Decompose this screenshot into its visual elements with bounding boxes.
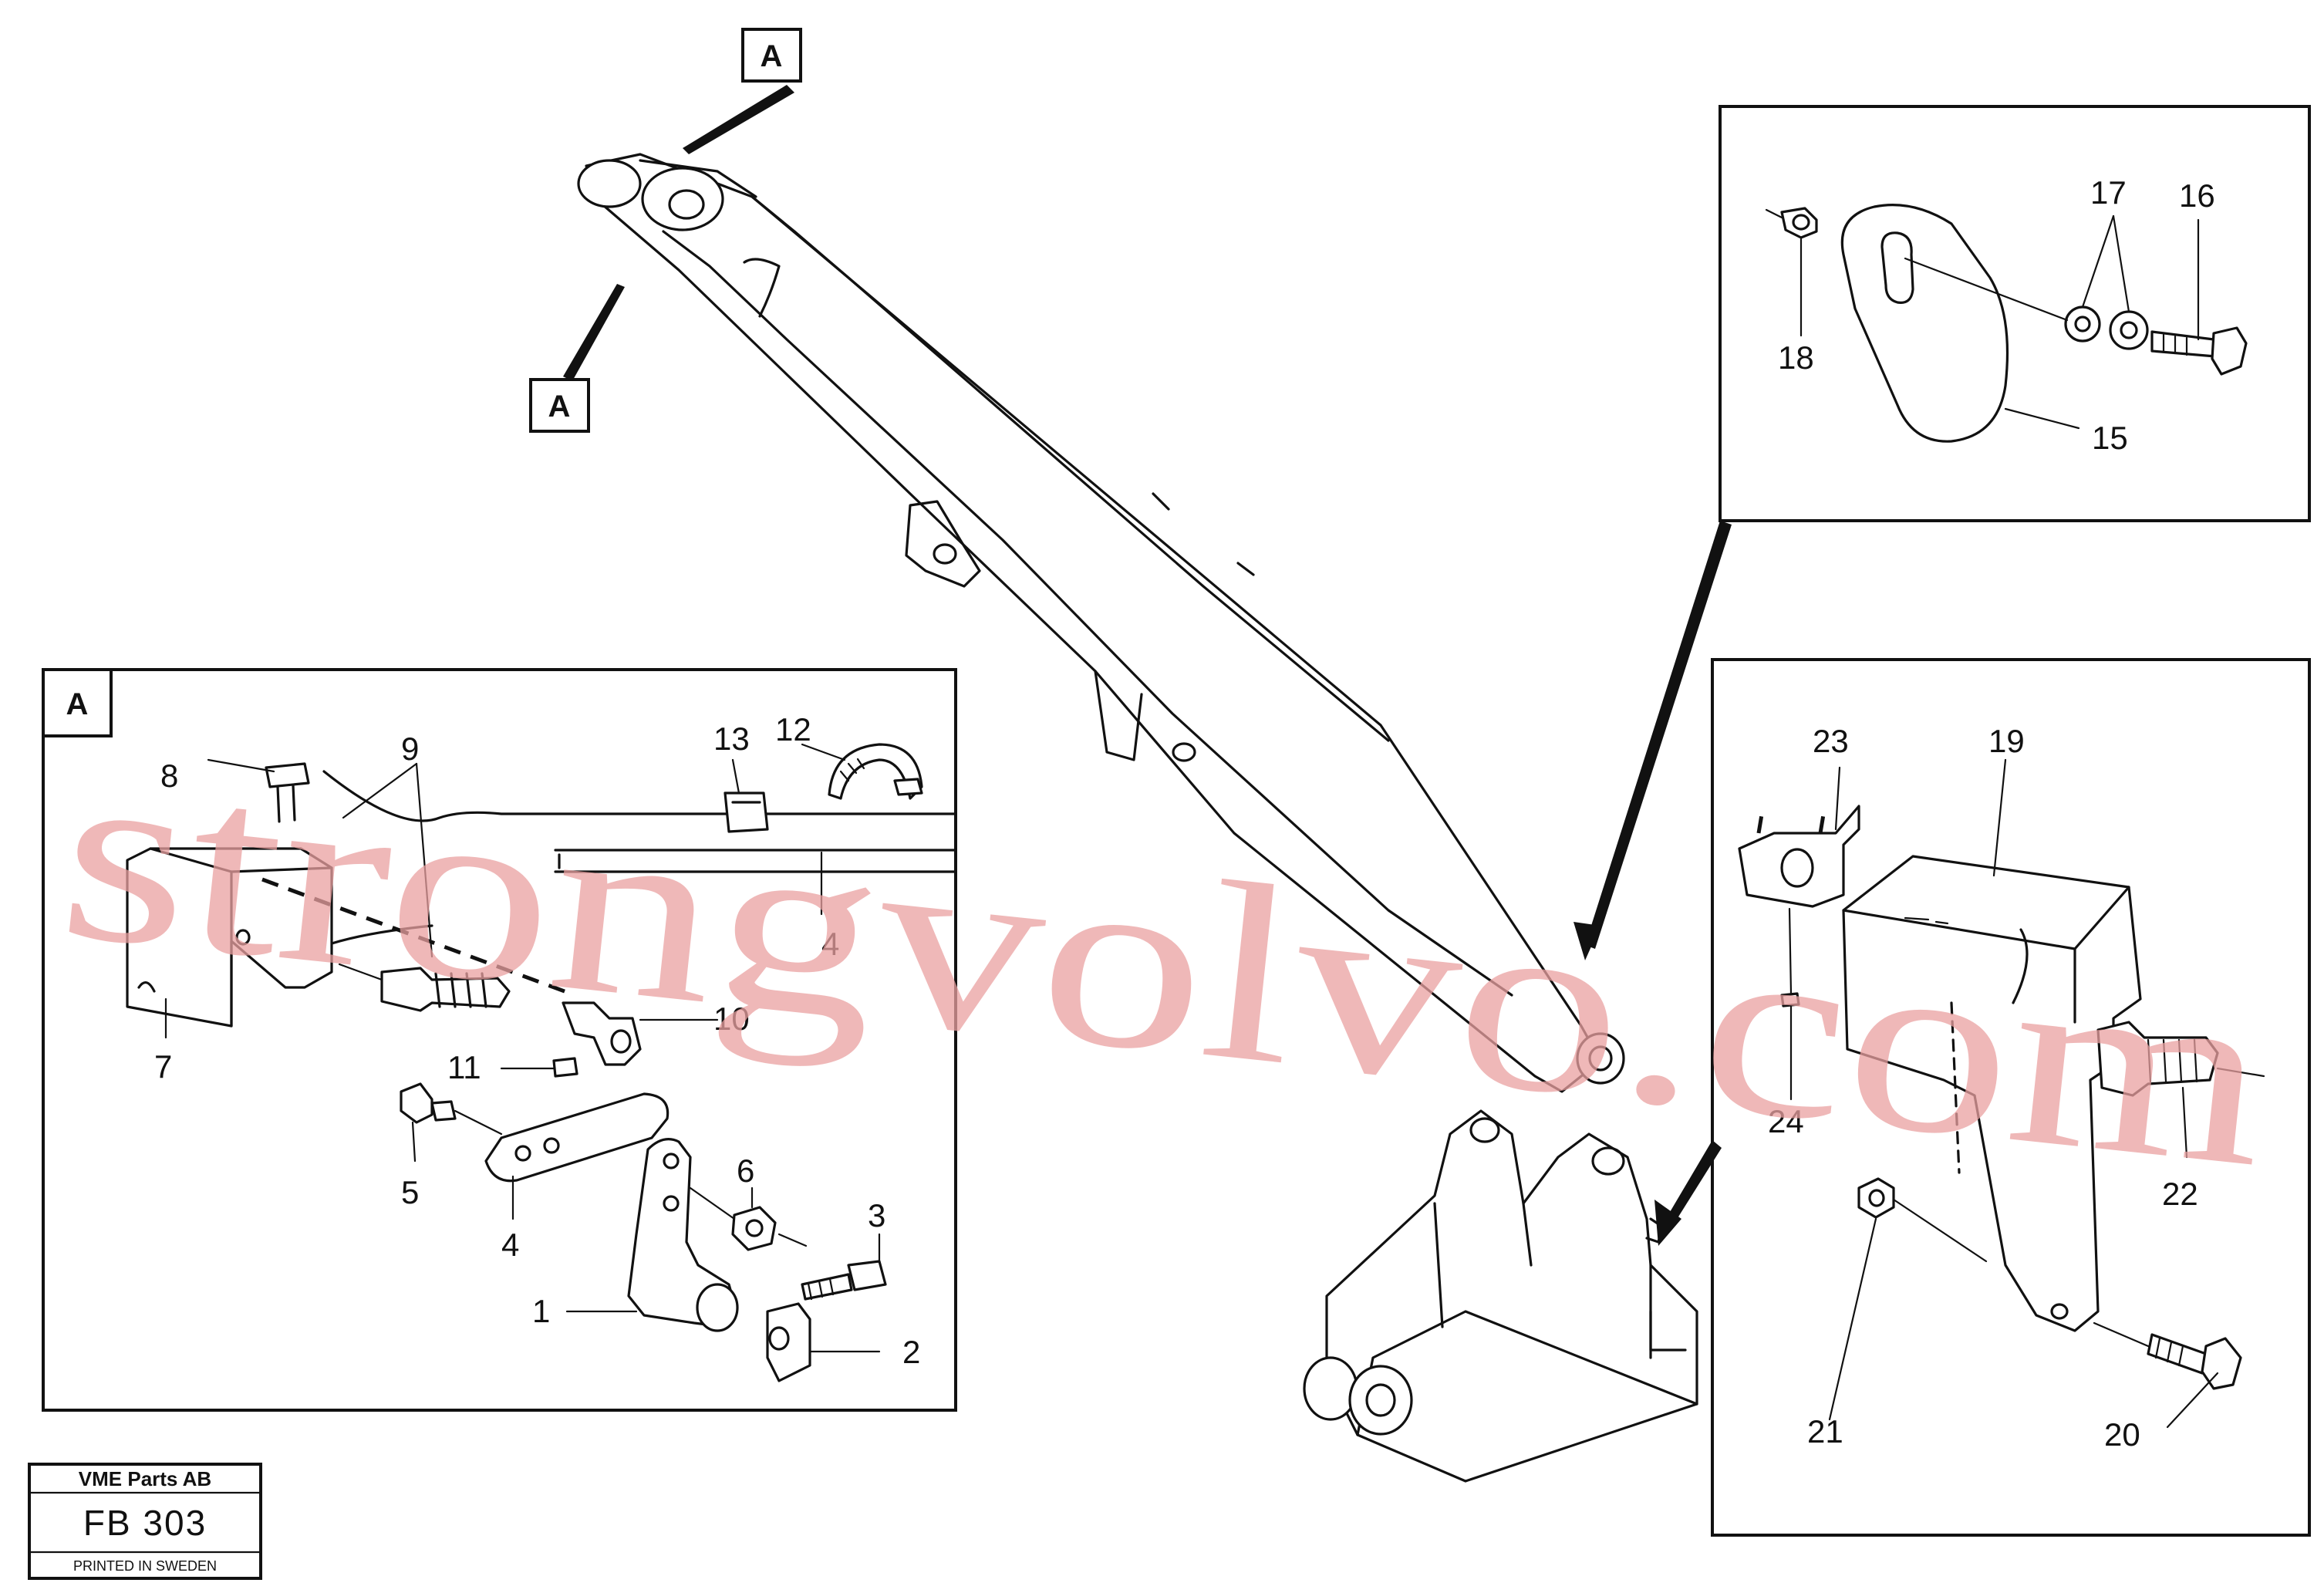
label-8: 8 — [160, 758, 178, 794]
upper-right-panel: 15 16 17 18 — [1574, 105, 2311, 960]
lower-right-panel: 19 20 21 22 23 24 — [1654, 658, 2311, 1537]
label-7: 7 — [154, 1048, 172, 1085]
label-23: 23 — [1813, 723, 1849, 759]
watermark: strongvolvo.com — [49, 709, 2280, 1220]
label-20: 20 — [2104, 1416, 2140, 1453]
label-12: 12 — [775, 711, 811, 748]
boom-illustration — [577, 153, 1698, 1483]
label-17: 17 — [2090, 174, 2127, 211]
label-11: 11 — [447, 1049, 481, 1085]
company-name: VME Parts AB — [79, 1467, 211, 1490]
label-4-upper: 4 — [821, 926, 839, 962]
detail-mark-top: A — [683, 28, 802, 154]
label-19: 19 — [1988, 723, 2025, 759]
label-9: 9 — [401, 731, 419, 767]
label-10: 10 — [713, 1001, 750, 1037]
label-22: 22 — [2162, 1176, 2198, 1212]
svg-text:A: A — [548, 390, 571, 424]
title-block: VME Parts AB FB 303 PRINTED IN SWEDEN — [28, 1463, 262, 1580]
drawing-number: FB 303 — [83, 1503, 207, 1543]
label-15: 15 — [2092, 420, 2128, 456]
label-6: 6 — [737, 1153, 754, 1189]
label-21: 21 — [1807, 1413, 1843, 1450]
label-3: 3 — [868, 1197, 885, 1234]
label-16: 16 — [2179, 177, 2215, 214]
svg-text:A: A — [66, 687, 89, 721]
label-13: 13 — [713, 721, 750, 757]
label-4-lower: 4 — [501, 1227, 519, 1263]
printed-in: PRINTED IN SWEDEN — [73, 1558, 217, 1574]
label-24: 24 — [1768, 1103, 1804, 1139]
label-18: 18 — [1778, 339, 1814, 376]
inset-a-panel: A — [42, 668, 957, 1412]
label-5: 5 — [401, 1174, 419, 1210]
label-1: 1 — [532, 1293, 550, 1329]
svg-text:A: A — [761, 39, 783, 73]
label-2: 2 — [902, 1334, 920, 1370]
detail-mark-upper: A — [529, 284, 625, 433]
